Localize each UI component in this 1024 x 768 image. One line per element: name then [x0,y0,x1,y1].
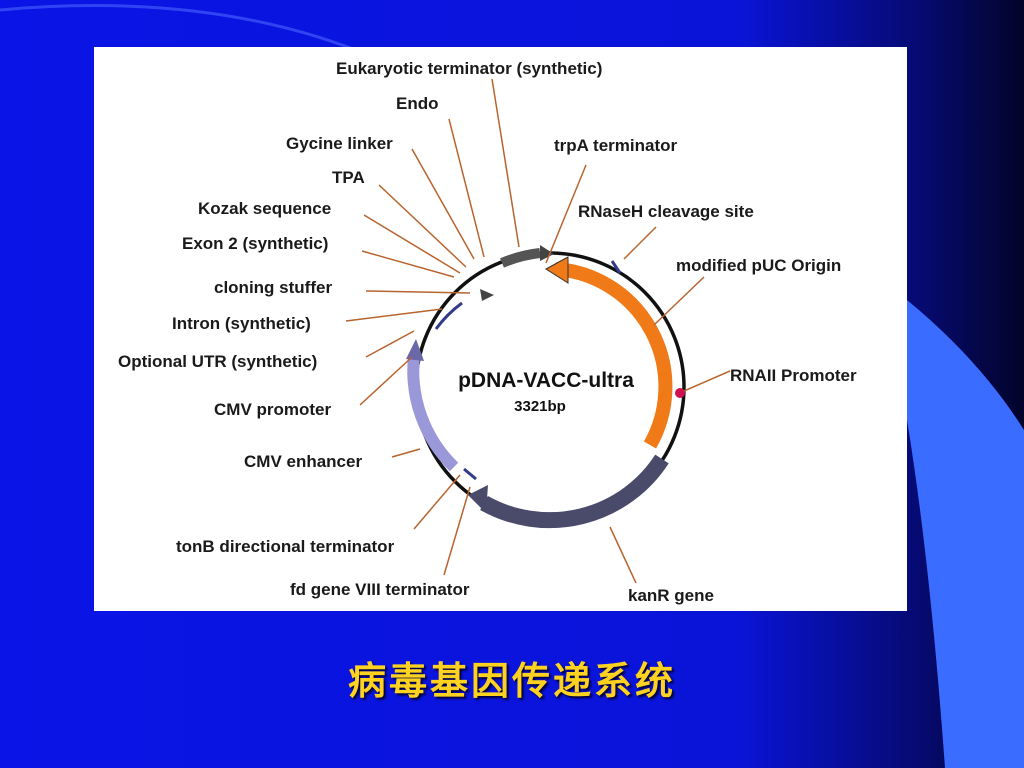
rnaseh-tick [610,260,622,274]
label-tonb-terminator: tonB directional terminator [176,537,395,556]
eukaryotic-terminator-arc [500,248,541,268]
label-rnaseh-site: RNaseH cleavage site [578,202,754,221]
label-trpa-terminator: trpA terminator [554,136,677,155]
slide-title: 病毒基因传递系统 [347,658,676,703]
kanr-gene-arc [480,454,669,529]
rnaii-marker [675,388,685,398]
label-eukaryotic-terminator: Eukaryotic terminator (synthetic) [336,59,602,78]
plasmid-figure-panel: pDNA-VACC-ultra 3321bp Eukaryotic termin… [94,47,907,611]
label-fd-terminator: fd gene VIII terminator [290,580,470,599]
label-cmv-enhancer: CMV enhancer [244,452,362,471]
leader-lines [345,78,731,584]
cmv-arc [407,356,459,472]
label-kanr-gene: kanR gene [628,586,714,605]
label-rnaii-promoter: RNAII Promoter [730,366,857,385]
label-optional-utr: Optional UTR (synthetic) [118,352,317,371]
plasmid-name: pDNA-VACC-ultra [458,369,634,392]
label-cmv-promoter: CMV promoter [214,400,332,419]
intron-arc [434,301,463,330]
label-intron: Intron (synthetic) [172,314,311,333]
eukaryotic-terminator-arrowhead [540,245,554,261]
plasmid-map: pDNA-VACC-ultra 3321bp Eukaryotic termin… [118,59,857,605]
label-gycine-linker: Gycine linker [286,134,393,153]
label-endo: Endo [396,94,439,113]
label-exon2: Exon 2 (synthetic) [182,234,328,253]
puc-origin-arc [555,262,673,449]
cmv-arrowhead [406,339,424,361]
cloning-stuffer-marker [480,289,494,301]
label-tpa: TPA [332,168,365,187]
label-kozak: Kozak sequence [198,199,331,218]
puc-origin-arrowhead [545,256,569,284]
decorative-swoosh [907,300,1024,768]
label-cloning-stuffer: cloning stuffer [214,278,332,297]
label-puc-origin: modified pUC Origin [676,256,841,275]
plasmid-size: 3321bp [514,398,566,415]
kanr-gene-arrowhead [468,485,488,513]
tonb-tick [463,467,477,481]
decorative-curve [0,4,381,62]
